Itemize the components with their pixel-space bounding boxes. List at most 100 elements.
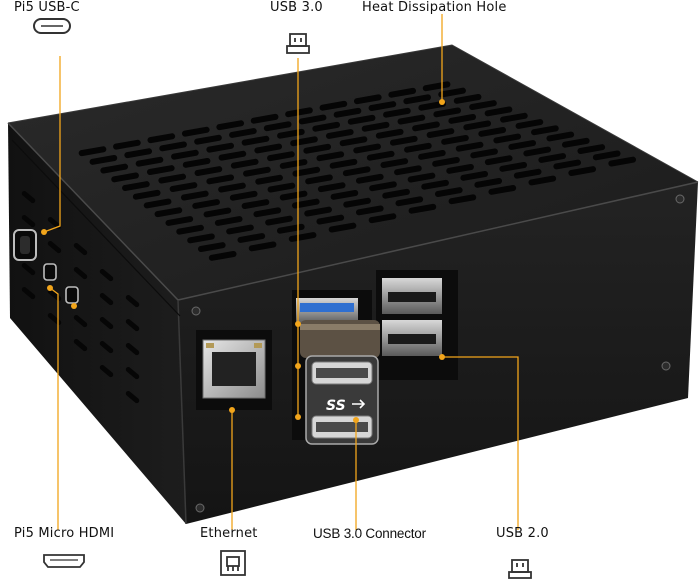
heat-slot xyxy=(433,107,462,118)
hdmi-port-icon xyxy=(43,554,85,568)
heat-slot xyxy=(241,135,270,146)
heat-slot xyxy=(499,161,528,172)
heat-slot xyxy=(197,242,226,253)
usb2-ports xyxy=(376,270,458,380)
heat-slot xyxy=(383,107,411,118)
heat-slot xyxy=(229,190,258,201)
heat-slot xyxy=(382,188,410,199)
side-slot xyxy=(125,319,140,332)
heat-slot xyxy=(265,215,293,226)
heat-slot xyxy=(339,136,368,147)
heat-slot xyxy=(568,166,597,177)
heat-slot xyxy=(182,157,211,168)
heat-slot xyxy=(513,168,542,179)
heat-slot xyxy=(397,114,426,125)
label-usb3: USB 3.0 xyxy=(270,0,323,15)
side-slot xyxy=(21,215,36,228)
leader-micro-hdmi xyxy=(49,287,59,530)
side-slot xyxy=(21,191,36,204)
heat-slot xyxy=(488,184,517,195)
heat-slot xyxy=(237,233,266,243)
side-slot xyxy=(99,317,114,330)
heat-slot xyxy=(279,159,308,169)
connector-logo-text: SS xyxy=(326,398,346,414)
heat-slot xyxy=(484,106,513,117)
heat-slot xyxy=(194,166,223,177)
heat-slot xyxy=(305,174,333,185)
heat-slot xyxy=(353,143,381,154)
heat-slot xyxy=(369,181,397,192)
heat-slot xyxy=(226,224,254,235)
heat-slot xyxy=(388,87,417,98)
heat-slot xyxy=(418,149,446,160)
heat-slot xyxy=(508,140,537,150)
side-slot xyxy=(21,263,36,276)
heat-slot xyxy=(412,121,440,132)
heat-slot xyxy=(408,203,437,214)
heat-slot xyxy=(169,182,198,193)
heat-slot xyxy=(143,198,172,209)
leader-usb2 xyxy=(442,356,519,530)
heat-slot xyxy=(171,149,199,160)
heat-slot xyxy=(317,182,346,193)
heat-slot xyxy=(421,179,449,190)
heat-slot xyxy=(279,190,308,201)
heat-slot xyxy=(214,216,243,226)
heat-slot xyxy=(608,156,637,167)
heat-slot xyxy=(263,121,292,132)
heat-slot xyxy=(122,181,150,192)
side-slot xyxy=(99,365,114,378)
micro-hdmi-port-1 xyxy=(43,263,57,281)
heat-slot xyxy=(267,182,296,193)
case-enclosure xyxy=(7,44,699,525)
side-slot xyxy=(21,287,36,300)
heat-slot xyxy=(158,173,187,184)
heat-slot xyxy=(470,148,498,159)
heat-slot xyxy=(330,189,359,200)
heat-slot xyxy=(159,141,187,152)
case-screws xyxy=(191,194,685,513)
side-slot xyxy=(125,367,140,380)
heat-slot xyxy=(553,159,582,170)
heat-slot xyxy=(463,120,492,131)
side-slot xyxy=(73,243,88,256)
ethernet-port xyxy=(196,330,272,410)
heat-slot xyxy=(124,148,153,159)
heat-slot xyxy=(426,128,455,139)
heat-slot xyxy=(176,224,204,235)
heat-slot xyxy=(154,207,183,218)
heat-slot xyxy=(422,81,451,92)
leader-endpoints xyxy=(41,99,445,423)
heat-slot xyxy=(316,151,345,162)
heat-slot xyxy=(368,101,397,112)
heat-slot xyxy=(285,107,313,118)
heat-slot xyxy=(288,232,317,242)
usb-plug-icon xyxy=(286,33,310,54)
usb-c-port-icon xyxy=(33,18,71,34)
heat-slot xyxy=(493,133,522,144)
leader-lines xyxy=(43,14,519,530)
heat-slot xyxy=(500,112,528,123)
heat-slot xyxy=(253,207,282,218)
heat-slot xyxy=(380,158,409,169)
heat-slot xyxy=(290,136,318,147)
heat-slot xyxy=(448,113,477,124)
heat-slot xyxy=(180,190,209,201)
side-vent-slots xyxy=(21,191,140,404)
heat-slot xyxy=(592,150,621,161)
heat-slot xyxy=(375,128,404,139)
heat-slot xyxy=(111,172,139,183)
heat-slot xyxy=(241,199,270,210)
heat-slot xyxy=(303,143,332,154)
heat-slot xyxy=(291,198,320,209)
heat-slot xyxy=(438,87,466,98)
heat-slot xyxy=(304,206,332,217)
heat-slot xyxy=(561,137,590,148)
heat-slot xyxy=(484,155,513,166)
heat-slot xyxy=(434,187,463,198)
heat-slot xyxy=(418,100,447,111)
heat-slot xyxy=(255,174,283,185)
heat-slot xyxy=(135,156,164,167)
heat-slot xyxy=(132,189,161,200)
